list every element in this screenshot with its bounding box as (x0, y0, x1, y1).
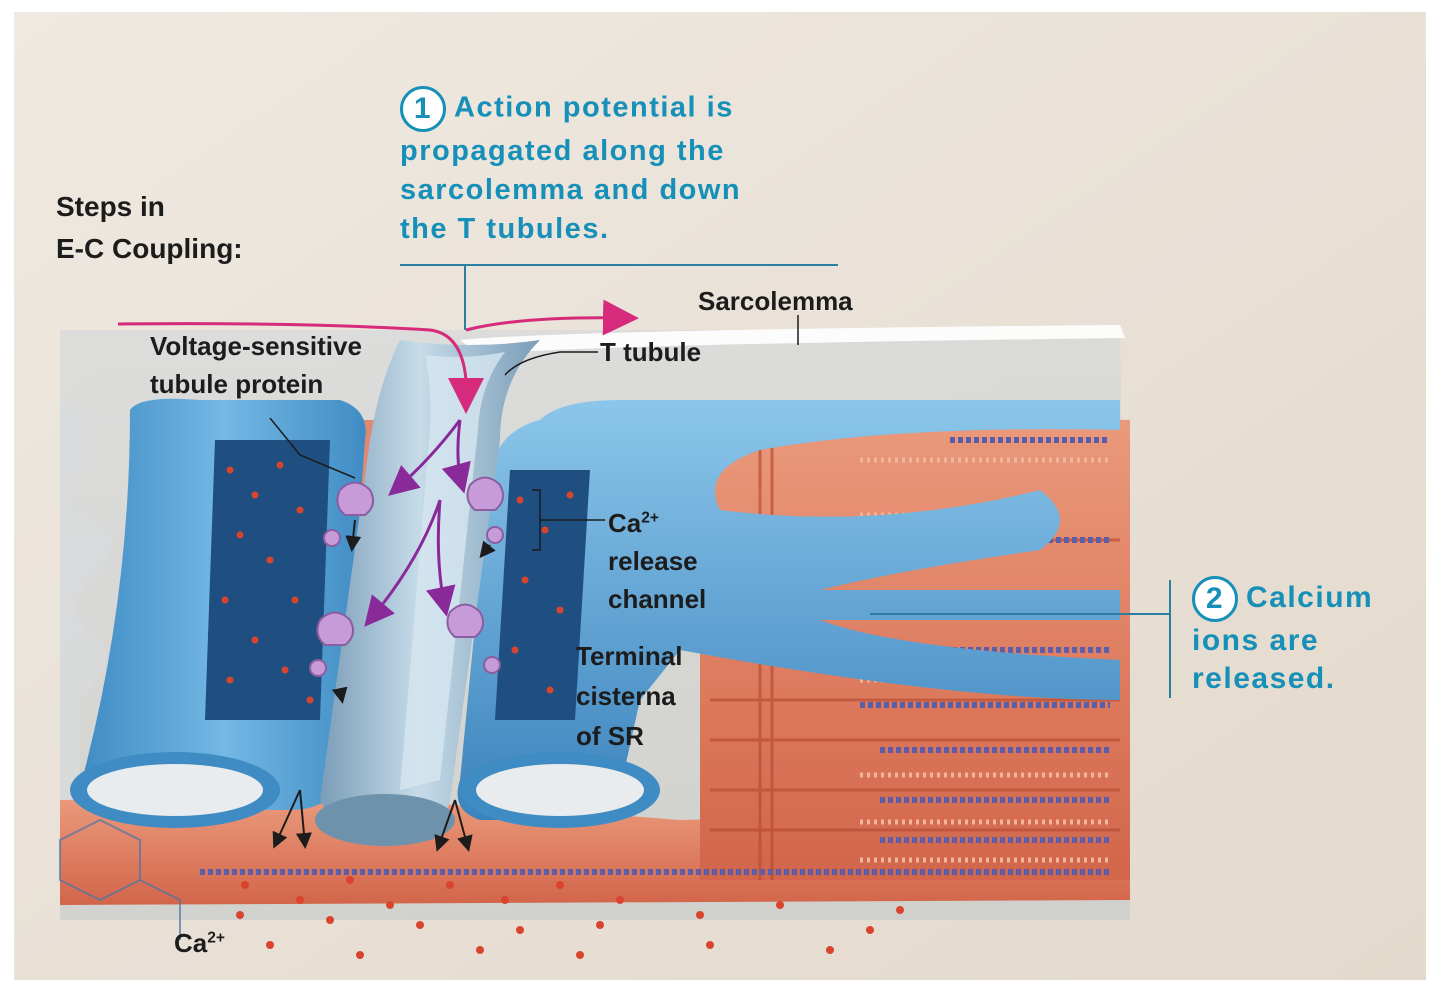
heading-line2: E-C Coupling: (56, 228, 243, 270)
voltage-sensitive-protein-label: Voltage-sensitive tubule protein (150, 327, 362, 403)
sarcolemma-label: Sarcolemma (698, 286, 853, 317)
step1-line4: the T tubules. (400, 210, 741, 249)
calcium-ion-label: Ca2+ (174, 928, 225, 959)
step1-line3: sarcolemma and down (400, 171, 741, 210)
step1-line2: propagated along the (400, 132, 741, 171)
step1-number-badge: 1 (400, 86, 446, 132)
t-tubule-label: T tubule (600, 337, 701, 368)
step2-line2: ions are (1192, 622, 1373, 660)
step1-line1: Action potential is (454, 92, 734, 124)
step2-number-badge: 2 (1192, 576, 1238, 622)
ca-release-channel-label: Ca2+ release channel (608, 504, 706, 618)
terminal-cisterna-label: Terminal cisterna of SR (576, 636, 682, 756)
heading: Steps in E-C Coupling: (56, 186, 243, 270)
step2-line3: released. (1192, 660, 1373, 698)
heading-line1: Steps in (56, 186, 243, 228)
step2-line1: Calcium (1246, 581, 1373, 614)
